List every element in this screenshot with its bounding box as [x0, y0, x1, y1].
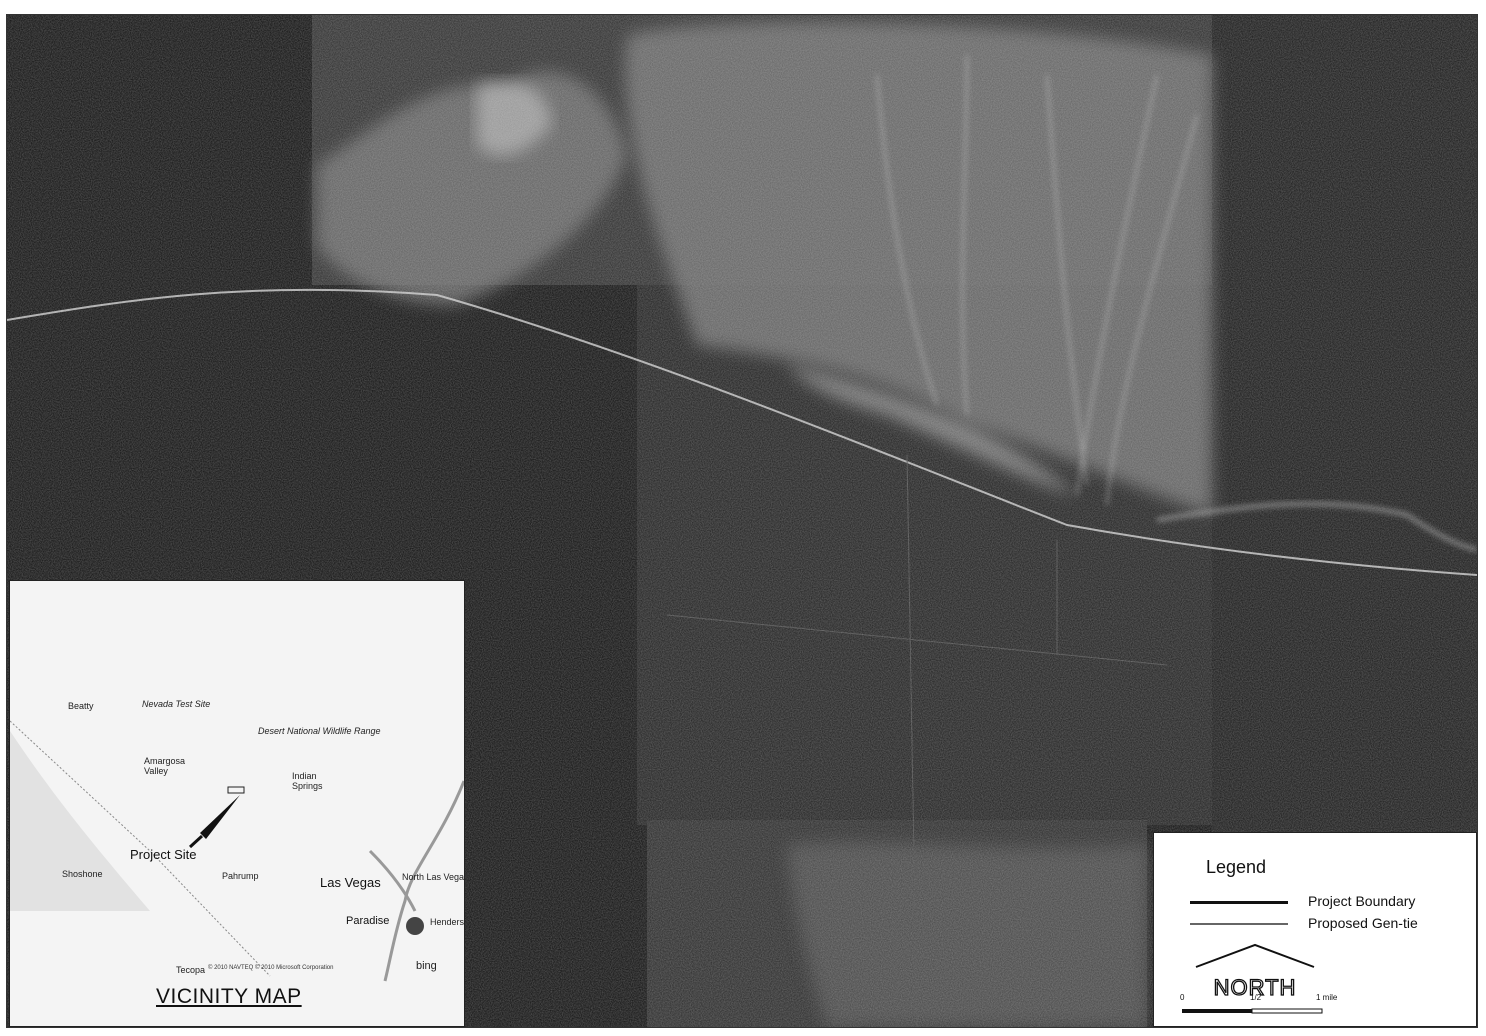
highway-line [383, 780, 464, 982]
place-label-pahrump: Pahrump [222, 871, 259, 881]
legend-label: Proposed Gen-tie [1308, 915, 1418, 931]
project-site-arrow-shaft [188, 834, 204, 849]
vicinity-map-inset: Beatty Nevada Test Site Desert National … [9, 580, 465, 1027]
bing-logo: bing [416, 960, 437, 972]
project-boundary-symbol [1190, 901, 1288, 904]
gen-tie-symbol [1190, 923, 1288, 925]
mountain-shading [10, 731, 150, 911]
map-legend: Legend Project Boundary Proposed Gen-tie… [1153, 832, 1477, 1027]
aerial-map-frame: Beatty Nevada Test Site Desert National … [6, 14, 1478, 1028]
project-site-label: Project Site [130, 847, 197, 862]
scale-label-one-mile: 1 mile [1316, 993, 1338, 1002]
project-site-marker [227, 786, 245, 794]
place-label-shoshone: Shoshone [62, 869, 103, 879]
place-label-paradise: Paradise [346, 915, 390, 927]
place-label-las-vegas: Las Vegas [320, 875, 381, 890]
place-label-henderson: Henderson [430, 917, 465, 927]
henderson-marker [406, 917, 424, 935]
map-credit: © 2010 NAVTEQ © 2010 Microsoft Corporati… [208, 965, 334, 971]
place-label-north-las-vegas: North Las Vegas [402, 872, 465, 882]
legend-label: Project Boundary [1308, 893, 1416, 909]
legend-item-proposed-gen-tie: Proposed Gen-tie [1190, 913, 1470, 933]
project-site-arrow [200, 795, 240, 839]
scale-label-zero: 0 [1180, 993, 1185, 1002]
vicinity-map-graphic [10, 720, 464, 982]
vicinity-map-title: VICINITY MAP [156, 985, 302, 1008]
scale-bar [1182, 1008, 1323, 1014]
place-label-tecopa: Tecopa [176, 965, 206, 975]
north-label: NORTH [1214, 975, 1297, 1000]
highway-line [368, 849, 417, 912]
legend-title: Legend [1206, 857, 1267, 877]
legend-item-project-boundary: Project Boundary [1190, 891, 1470, 911]
place-label-indian-springs: Indian Springs [292, 771, 323, 791]
place-label-beatty: Beatty [68, 701, 94, 711]
scale-label-half: 1/2 [1250, 993, 1262, 1002]
place-label-nevada-test-site: Nevada Test Site [142, 699, 211, 709]
place-label-amargosa-valley: Amargosa Valley [144, 756, 186, 776]
place-label-desert-national-wildlife-range: Desert National Wildlife Range [258, 726, 381, 736]
north-arrow-icon: NORTH [1195, 943, 1315, 1001]
